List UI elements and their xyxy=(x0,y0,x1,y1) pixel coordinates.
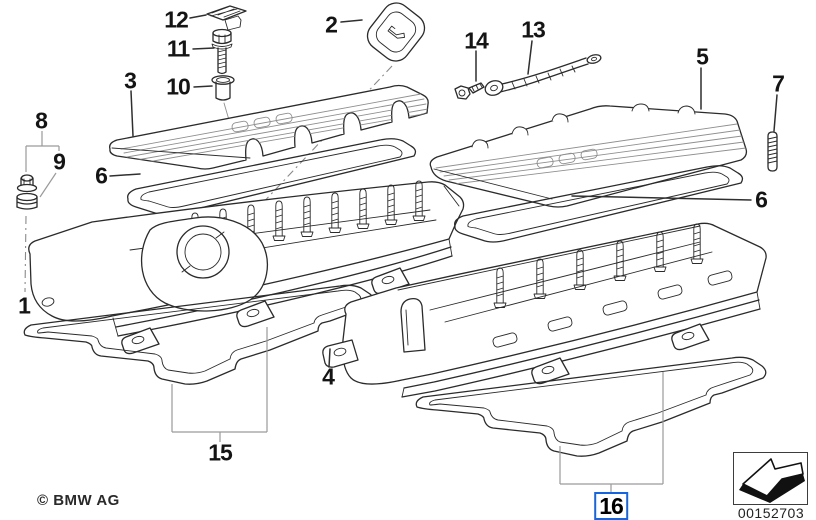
part-9-grommet xyxy=(16,192,38,210)
diagram-thumbnail-box[interactable] xyxy=(733,452,808,505)
part-13-earth-strap xyxy=(484,54,602,96)
part-10-bushing xyxy=(211,75,235,121)
part-15-cover-gasket-left xyxy=(23,284,375,385)
alignment-line-grommet-to-cover xyxy=(24,215,27,293)
part-16-cover-gasket-right xyxy=(415,356,767,457)
part-2-oil-filler-cap xyxy=(366,2,426,62)
part-8-cap-nut xyxy=(16,174,38,193)
callout-6-left[interactable]: 6 xyxy=(95,162,108,189)
part-5-trim-cover-right xyxy=(429,103,748,208)
part-3-trim-cover-left xyxy=(109,84,429,170)
callout-1[interactable]: 1 xyxy=(18,292,31,319)
part-6-gasket-left xyxy=(127,138,417,216)
callout-8[interactable]: 8 xyxy=(35,107,48,134)
callout-10[interactable]: 10 xyxy=(166,73,191,100)
part-7-stud xyxy=(767,131,778,172)
part-1-cylinder-head-cover-left xyxy=(28,180,465,355)
callout-11[interactable]: 11 xyxy=(166,35,190,62)
leader-lines xyxy=(109,14,778,368)
arrow-down-left-icon xyxy=(739,458,805,503)
oil-can-icon xyxy=(387,25,405,39)
part-4-cylinder-head-cover-right xyxy=(322,222,767,398)
callout-12[interactable]: 12 xyxy=(164,6,189,33)
callout-6-right[interactable]: 6 xyxy=(755,186,768,213)
emboss-lettering-left xyxy=(231,112,293,133)
callout-16-selected[interactable]: 16 xyxy=(594,492,628,520)
callout-13[interactable]: 13 xyxy=(521,16,546,43)
callout-14[interactable]: 14 xyxy=(464,27,489,54)
callout-2[interactable]: 2 xyxy=(325,11,338,38)
callout-3[interactable]: 3 xyxy=(124,67,137,94)
part-14-hex-bolt xyxy=(454,82,485,100)
emboss-lettering-right xyxy=(536,148,598,169)
drawing-number: 00152703 xyxy=(737,505,805,520)
callout-5[interactable]: 5 xyxy=(696,43,709,70)
part-12-cover-cap xyxy=(206,5,247,31)
bracket-lines xyxy=(25,131,664,494)
copyright-notice: © BMW AG xyxy=(37,492,120,509)
callout-7[interactable]: 7 xyxy=(772,70,785,97)
callout-9[interactable]: 9 xyxy=(53,148,66,175)
callout-4[interactable]: 4 xyxy=(322,363,335,390)
part-11-hex-bolt xyxy=(211,28,233,75)
callout-15[interactable]: 15 xyxy=(208,439,233,466)
